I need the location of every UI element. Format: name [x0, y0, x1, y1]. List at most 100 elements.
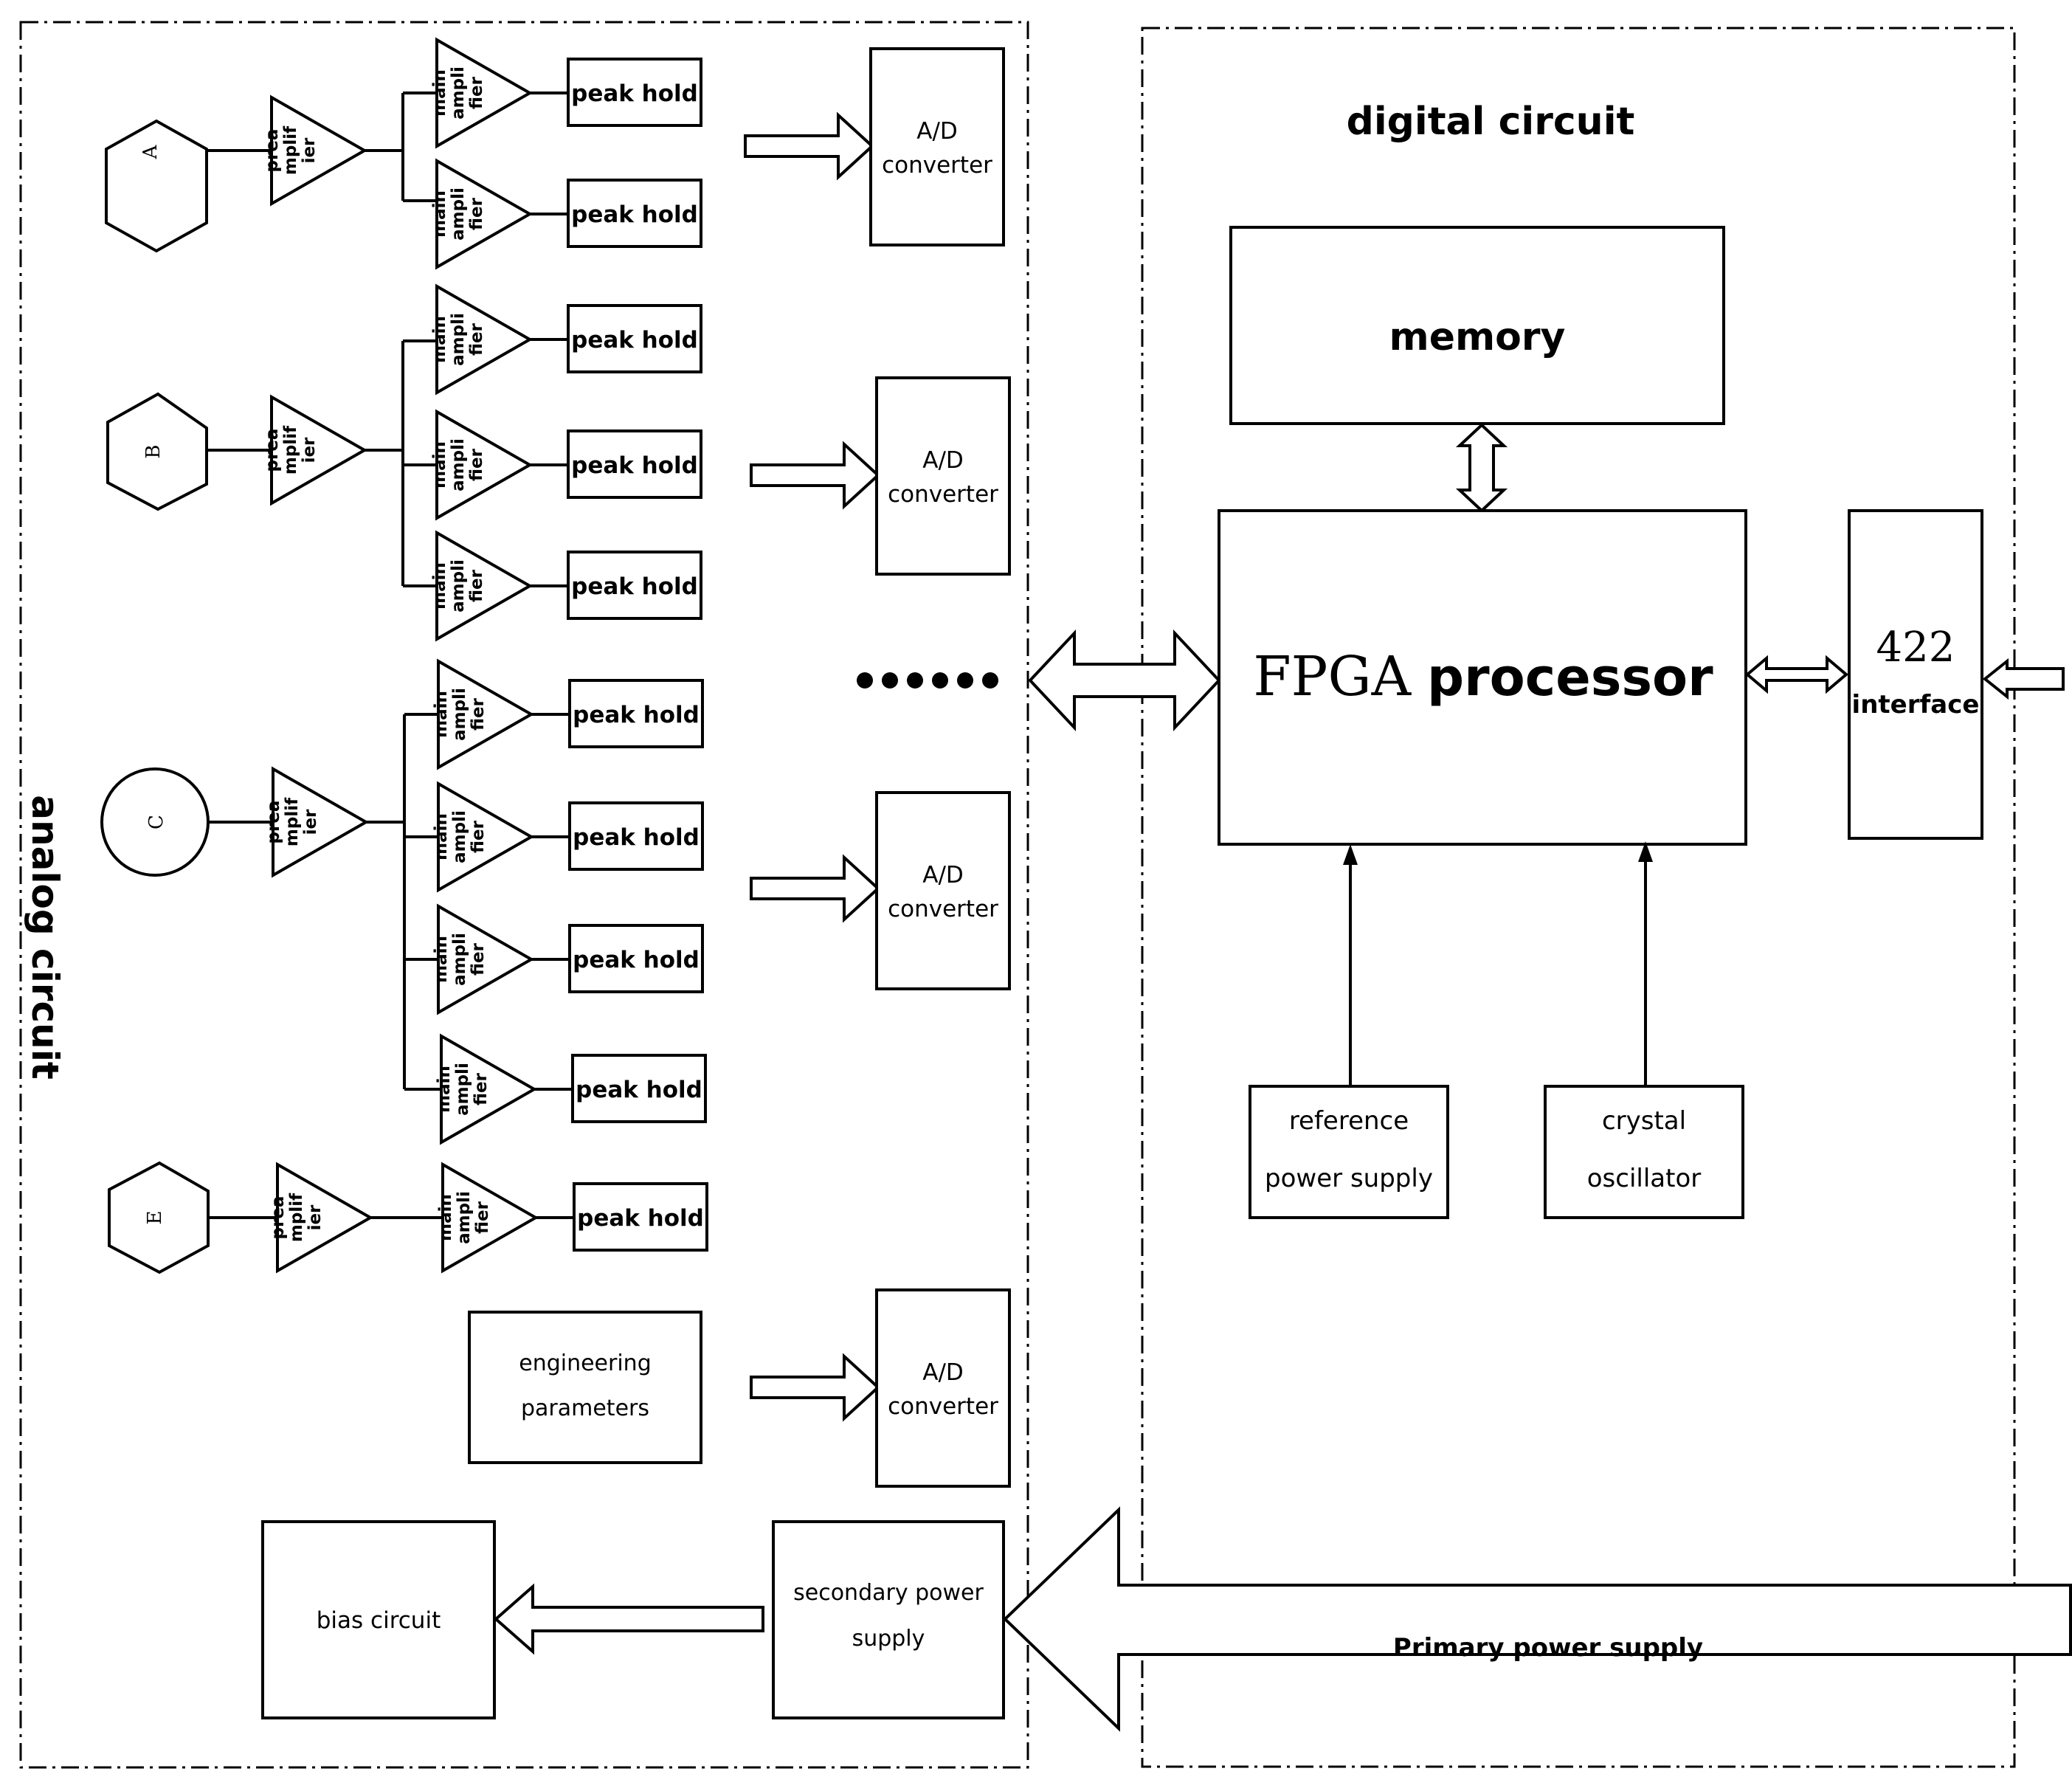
bus-arrow-analog-fpga [1028, 629, 1221, 732]
svg-text:fier: fier [467, 322, 486, 356]
svg-text:peak hold: peak hold [571, 80, 698, 107]
main-amplifier-c3 [437, 903, 535, 1015]
memory-box [1229, 226, 1725, 425]
reference-power-supply-box [1249, 1085, 1449, 1219]
svg-text:main: main [430, 441, 449, 489]
detector-a-label: A [139, 144, 162, 159]
svg-text:prea: prea [269, 1196, 288, 1240]
svg-text:main: main [430, 562, 449, 610]
main-amplifier-a1 [435, 37, 533, 149]
preamplifier-e [276, 1162, 374, 1274]
svg-text:peak hold: peak hold [571, 573, 698, 600]
peak-hold-e [573, 1182, 708, 1252]
preamplifier-b [270, 394, 368, 506]
svg-text:ampli: ampli [450, 933, 469, 986]
svg-text:peak hold: peak hold [571, 327, 698, 353]
svg-text:ampli: ampli [449, 438, 468, 491]
svg-text:converter: converter [888, 1393, 998, 1420]
svg-text:ampli: ampli [453, 1063, 472, 1116]
peak-hold-c3 [568, 924, 704, 993]
svg-text:ier: ier [305, 1204, 325, 1230]
crystal-oscillator-box [1544, 1085, 1744, 1219]
adc-4 [875, 1288, 1011, 1488]
detector-c-label: C [145, 815, 168, 829]
arrow-head-crystal [1638, 841, 1653, 862]
analog-circuit-region [19, 21, 1029, 1769]
svg-text:mplif: mplif [281, 425, 300, 475]
fpga-processor-label: FPGA processor [1253, 645, 1713, 708]
svg-text:bias circuit: bias circuit [317, 1607, 441, 1634]
peak-hold-c2 [568, 801, 704, 871]
peak-hold-c4 [571, 1054, 707, 1123]
svg-text:ampli: ampli [449, 313, 468, 366]
peak-hold-b2 [567, 429, 702, 499]
svg-text:ier: ier [300, 137, 319, 163]
bias-circuit-box [261, 1520, 496, 1719]
fpga-processor-box [1218, 509, 1747, 846]
detector-e [108, 1161, 210, 1274]
svg-text:oscillator: oscillator [1587, 1164, 1702, 1193]
ellipsis-dots [857, 672, 998, 689]
svg-text:peak hold: peak hold [577, 1205, 704, 1232]
svg-text:fier: fier [467, 569, 486, 602]
svg-text:peak hold: peak hold [573, 702, 700, 728]
svg-text:fier: fier [469, 820, 488, 853]
peak-hold-b1 [567, 304, 702, 373]
svg-text:main: main [432, 813, 451, 860]
digital-circuit-label: digital circuit [1347, 100, 1635, 144]
interface-422-word: interface [1852, 690, 1980, 720]
svg-text:ier: ier [300, 437, 319, 463]
svg-text:fier: fier [467, 448, 486, 481]
primary-power-supply-arrow [1003, 1506, 2072, 1732]
adc-group-4: engineering parameters A/D converter [468, 1288, 1011, 1488]
svg-text:reference: reference [1289, 1106, 1409, 1136]
arrow-to-adc-1 [744, 111, 874, 181]
adc-3 [875, 791, 1011, 990]
svg-text:converter: converter [888, 481, 998, 508]
main-amplifier-b3 [435, 530, 533, 642]
adc-group-2: A/D converter [750, 376, 1011, 576]
peak-hold-c1 [568, 679, 704, 748]
svg-text:fier: fier [472, 1072, 491, 1105]
memory-fpga-arrow [1455, 423, 1508, 513]
svg-text:main: main [432, 691, 451, 738]
preamplifier-a [270, 94, 368, 207]
arrow-head-reference [1343, 844, 1358, 865]
svg-text:main: main [430, 316, 449, 363]
svg-text:converter: converter [882, 152, 992, 179]
arrow-to-adc-4 [750, 1353, 880, 1422]
svg-text:peak hold: peak hold [573, 824, 700, 851]
svg-text:ampli: ampli [450, 810, 469, 863]
detector-e-label: E [144, 1211, 166, 1225]
svg-text:prea: prea [263, 129, 282, 173]
svg-text:power supply: power supply [1265, 1164, 1433, 1193]
svg-text:A/D: A/D [922, 447, 964, 474]
interface-422-box [1848, 509, 1983, 840]
preamplifier-a-label: prea mplif ier [263, 125, 319, 175]
adc-group-1: A/D converter [744, 47, 1005, 246]
preamplifier-c [272, 766, 370, 878]
svg-text:main: main [430, 190, 449, 238]
main-amplifier-e [441, 1162, 539, 1274]
engineering-parameters-box [468, 1311, 702, 1464]
svg-text:A/D: A/D [916, 118, 958, 145]
analog-circuit-label: analog circuit [24, 795, 66, 1079]
arrow-to-adc-2 [750, 441, 880, 510]
svg-text:fier: fier [473, 1201, 492, 1234]
arrow-secondary-to-bias [493, 1583, 764, 1655]
svg-text:fier: fier [469, 697, 488, 731]
svg-text:fier: fier [467, 197, 486, 230]
main-amplifier-a2 [435, 158, 533, 270]
svg-text:engineering: engineering [519, 1350, 652, 1376]
main-amplifier-b1 [435, 283, 533, 396]
peak-hold-a2 [567, 179, 702, 248]
detector-b [106, 392, 208, 511]
svg-text:ampli: ampli [455, 1191, 474, 1244]
digital-circuit-region [1141, 27, 2016, 1768]
svg-text:ampli: ampli [449, 559, 468, 613]
adc-group-3: A/D converter [750, 791, 1011, 990]
